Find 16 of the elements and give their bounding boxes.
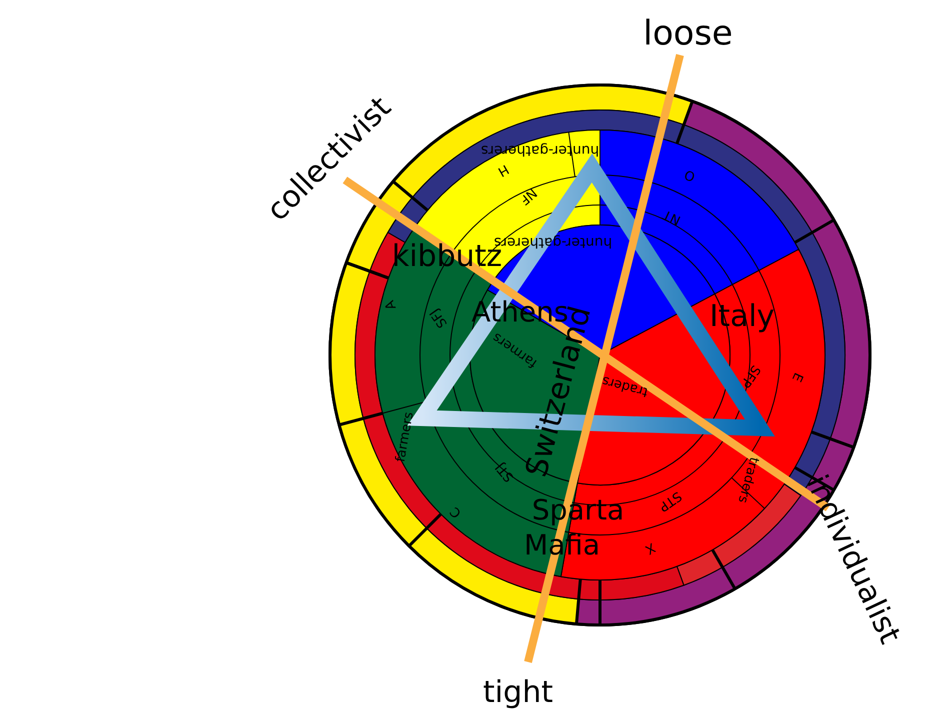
sector-label: SFJ: [427, 306, 451, 330]
sector-label: H: [494, 161, 511, 179]
sector-label: X: [642, 539, 658, 557]
sector-label: A: [382, 298, 400, 312]
sector-label: farmers: [393, 410, 417, 464]
sector-label: hunter-gatherers: [480, 142, 600, 158]
sector-label: traders: [600, 372, 650, 400]
axis-label: tight: [483, 675, 553, 710]
sector-label: traders: [734, 455, 762, 505]
sector-label: C: [448, 503, 465, 520]
sector-label: O: [682, 166, 698, 184]
sector-label: NF: [516, 184, 540, 208]
sector-label: STP: [656, 488, 684, 514]
sector-label: NT: [660, 206, 684, 228]
sector-label: E: [788, 370, 806, 384]
axis-label: loose: [643, 13, 733, 54]
